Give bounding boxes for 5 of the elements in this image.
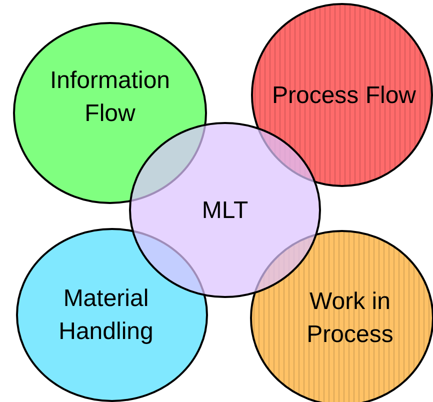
circle-label: Material Handling bbox=[58, 284, 154, 347]
circle-label: Process Flow bbox=[270, 80, 418, 110]
circle-label: MLT bbox=[200, 196, 250, 226]
circle-label: Information Flow bbox=[48, 66, 172, 129]
circle-label: Work in Process bbox=[306, 287, 394, 350]
